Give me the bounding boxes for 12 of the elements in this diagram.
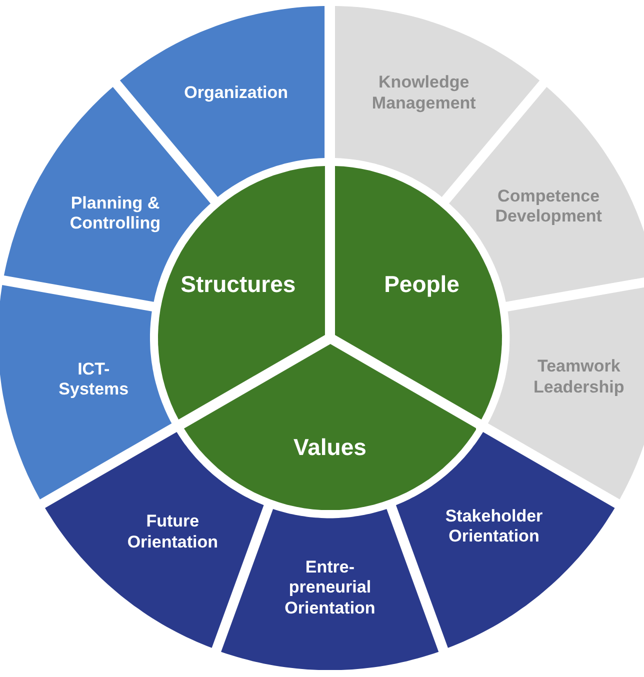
segment-label: Future Orientation xyxy=(126,512,219,553)
segment-label: Values xyxy=(292,434,368,462)
segment-label: People xyxy=(383,271,460,299)
segment-label: Planning & Controlling xyxy=(68,194,162,234)
segment-label: Competence Development xyxy=(494,186,603,228)
segment-label: Structures xyxy=(180,271,297,299)
segment-label: Knowledge Management xyxy=(370,73,477,114)
segment-label: Entre- preneurial Orientation xyxy=(284,557,376,619)
segment-label: ICT- Systems xyxy=(58,359,130,400)
segment-label: Teamwork Leadership xyxy=(532,357,626,398)
segment-label: Stakeholder Orientation xyxy=(444,506,544,548)
segment-label: Organization xyxy=(183,83,290,104)
